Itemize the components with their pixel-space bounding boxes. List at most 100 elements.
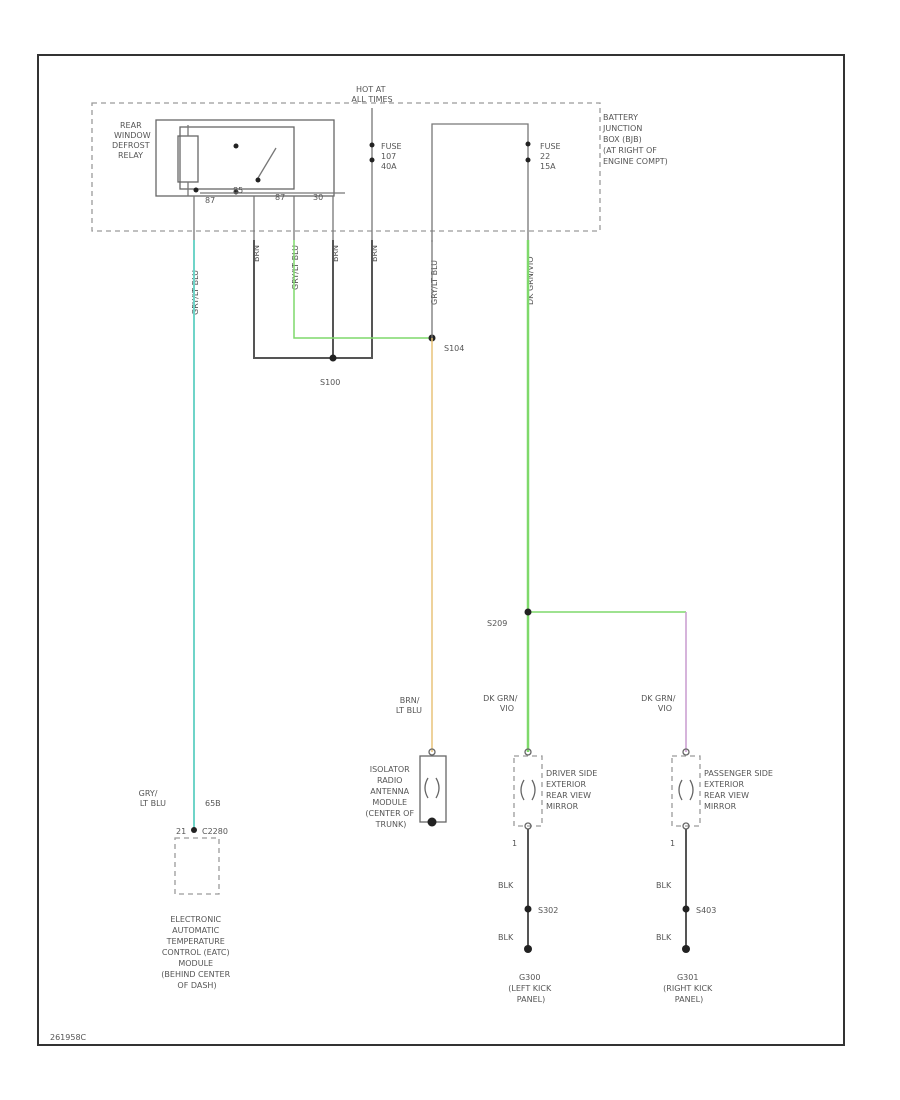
hot-at-all-times-line: HOT AT	[356, 85, 386, 94]
isolator-symbol	[424, 777, 440, 799]
rear-window-defrost-relay: 87 85 87 30	[155, 119, 345, 205]
s100-loop	[253, 240, 373, 359]
relay-pin-label: 87	[275, 193, 285, 202]
eatc-connector-pin	[191, 827, 197, 833]
blk-wire-label: BLK	[656, 881, 672, 890]
driver-mirror-pin-label: 1	[512, 839, 517, 848]
relay-label-line: WINDOW	[114, 131, 151, 140]
relay-label-line: RELAY	[118, 151, 143, 160]
driver-mirror-label: DRIVER SIDE EXTERIOR REAR VIEW MIRROR	[546, 769, 600, 811]
relay-coil	[177, 135, 199, 183]
g300-line: PANEL)	[517, 995, 545, 1004]
blk-wire-label: BLK	[498, 933, 514, 942]
ground-g300-label: G300 (LEFT KICK PANEL)	[508, 973, 554, 1004]
eatc-label-line: MODULE	[178, 959, 213, 968]
passenger-mirror-outline	[671, 755, 701, 827]
eatc-pin-label: 21	[176, 827, 186, 836]
relay-switch-arm	[257, 147, 277, 179]
isolator-terminal	[428, 748, 436, 756]
relay-contact	[233, 143, 239, 149]
vertical-wire-label: BRN	[370, 245, 379, 262]
hot-at-all-times-line: ALL TIMES	[351, 95, 392, 104]
fuse-107-line: 107	[381, 152, 396, 161]
bjb-line: JUNCTION	[602, 124, 642, 133]
isolator-radio-antenna-module: ISOLATOR RADIO ANTENNA MODULE (CENTER OF…	[365, 748, 447, 829]
relay-housing	[155, 119, 335, 197]
passenger-mirror-label-line: REAR VIEW	[704, 791, 749, 800]
fuse-22-line: FUSE	[540, 142, 561, 151]
s104-feed-wire	[293, 240, 432, 339]
splice-s104-label: S104	[444, 344, 464, 353]
eatc-label-line: (BEHIND CENTER	[161, 970, 230, 979]
eatc-wire-label: GRY/ LT BLU	[139, 789, 167, 808]
passenger-mirror-wire-line: DK GRN/	[641, 694, 676, 703]
isolator-label-line: MODULE	[372, 798, 407, 807]
battery-junction-box-label: BATTERY JUNCTION BOX (BJB) (AT RIGHT OF …	[602, 113, 668, 166]
fuse-107-terminal	[369, 142, 375, 148]
bjb-line: (AT RIGHT OF	[603, 146, 657, 155]
relay-label-line: REAR	[120, 121, 142, 130]
splice-s209-label: S209	[487, 619, 507, 628]
fuse-107-line: 40A	[381, 162, 397, 171]
splice-s209-dot	[524, 608, 532, 616]
fuse-22-line: 15A	[540, 162, 556, 171]
eatc-wire-line: LT BLU	[140, 799, 166, 808]
isolator-label: ISOLATOR RADIO ANTENNA MODULE (CENTER OF…	[365, 765, 416, 829]
relay-label-line: DEFROST	[112, 141, 150, 150]
isolator-module-outline	[419, 755, 447, 823]
splice-s100-dot	[329, 354, 337, 362]
driver-mirror-symbol	[520, 779, 536, 801]
eatc-module-outline	[174, 837, 220, 895]
bjb-line: BATTERY	[603, 113, 638, 122]
driver-mirror-label-line: REAR VIEW	[546, 791, 591, 800]
diagram-frame	[37, 54, 845, 1046]
isolator-ground-point	[427, 817, 437, 827]
splice-s403-dot	[682, 905, 690, 913]
battery-junction-box-outline	[91, 102, 601, 232]
fuse-107-line: FUSE	[381, 142, 402, 151]
eatc-wire-line: GRY/	[139, 789, 158, 798]
passenger-mirror-label: PASSENGER SIDE EXTERIOR REAR VIEW MIRROR	[704, 769, 776, 811]
eatc-label-line: ELECTRONIC	[170, 915, 221, 924]
driver-mirror-label-line: DRIVER SIDE	[546, 769, 597, 778]
eatc-circuit-label: 65B	[205, 799, 221, 808]
passenger-mirror-wire-line: VIO	[658, 704, 672, 713]
eatc-module: 21 C2280 ELECTRONIC AUTOMATIC TEMPERATUR…	[161, 827, 232, 990]
driver-mirror-label-line: MIRROR	[546, 802, 579, 811]
passenger-mirror-pin-label: 1	[670, 839, 675, 848]
passenger-mirror-symbol	[678, 779, 694, 801]
isolator-label-line: (CENTER OF	[365, 809, 414, 818]
driver-mirror-label-line: EXTERIOR	[546, 780, 587, 789]
g301-line: G301	[677, 973, 698, 982]
relay-switch-pivot	[255, 177, 261, 183]
eatc-connector-label: C2280	[202, 827, 228, 836]
vertical-wire-label: GRY/LT BLU	[191, 270, 200, 315]
fuse-22-line: 22	[540, 152, 550, 161]
isolator-wire-line: LT BLU	[396, 706, 422, 715]
isolator-label-line: ISOLATOR	[370, 765, 410, 774]
splice-s302-label: S302	[538, 906, 558, 915]
fuse-107-terminal	[369, 157, 375, 163]
splice-s403-label: S403	[696, 906, 716, 915]
bjb-line: BOX (BJB)	[603, 135, 642, 144]
relay-pin-85	[193, 187, 199, 193]
driver-mirror-terminal	[524, 748, 532, 756]
relay-pin-label: 30	[313, 193, 323, 202]
passenger-mirror-wire-label: DK GRN/ VIO	[641, 694, 678, 713]
driver-mirror-wire-label: DK GRN/ VIO	[483, 694, 520, 713]
eatc-label-line: CONTROL (EATC)	[162, 948, 230, 957]
fuse-22-terminal	[525, 141, 531, 147]
g301-line: (RIGHT KICK	[663, 984, 713, 993]
relay-pin-label: 85	[233, 186, 243, 195]
vertical-wire-label: DK GRN/VIO	[526, 256, 535, 305]
hot-at-all-times-label: HOT AT ALL TIMES	[351, 85, 392, 104]
isolator-label-line: ANTENNA	[370, 787, 409, 796]
eatc-label-line: TEMPERATURE	[166, 937, 225, 946]
vertical-wire-label: BRN	[331, 245, 340, 262]
g301-line: PANEL)	[675, 995, 703, 1004]
blk-wire-label: BLK	[498, 881, 514, 890]
isolator-label-line: RADIO	[377, 776, 403, 785]
eatc-module-label: ELECTRONIC AUTOMATIC TEMPERATURE CONTROL…	[161, 915, 232, 990]
eatc-label-line: OF DASH)	[177, 981, 216, 990]
